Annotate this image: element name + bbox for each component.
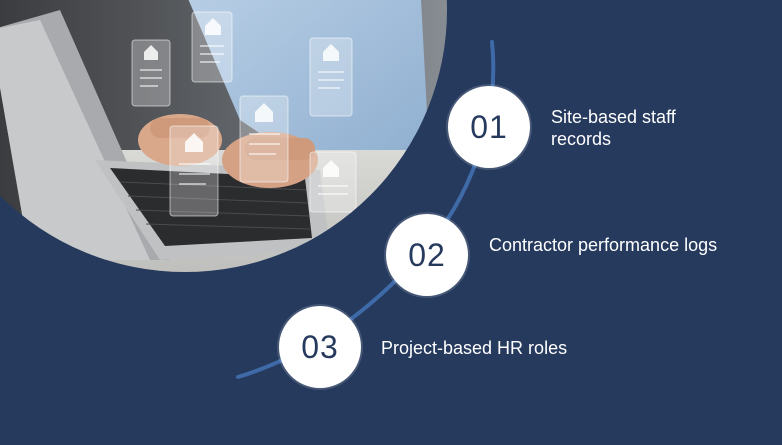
step-3-number: 03 <box>301 328 339 365</box>
step-2-number: 02 <box>408 236 446 273</box>
step-1-label: Site-based staff records <box>551 107 676 149</box>
step-2-label: Contractor performance logs <box>489 235 718 255</box>
step-3-circle: 03 <box>279 306 361 388</box>
step-2-circle: 02 <box>386 214 468 296</box>
step-3-label: Project-based HR roles <box>381 338 568 358</box>
step-1-circle: 01 <box>448 86 530 168</box>
step-1-number: 01 <box>470 108 508 145</box>
